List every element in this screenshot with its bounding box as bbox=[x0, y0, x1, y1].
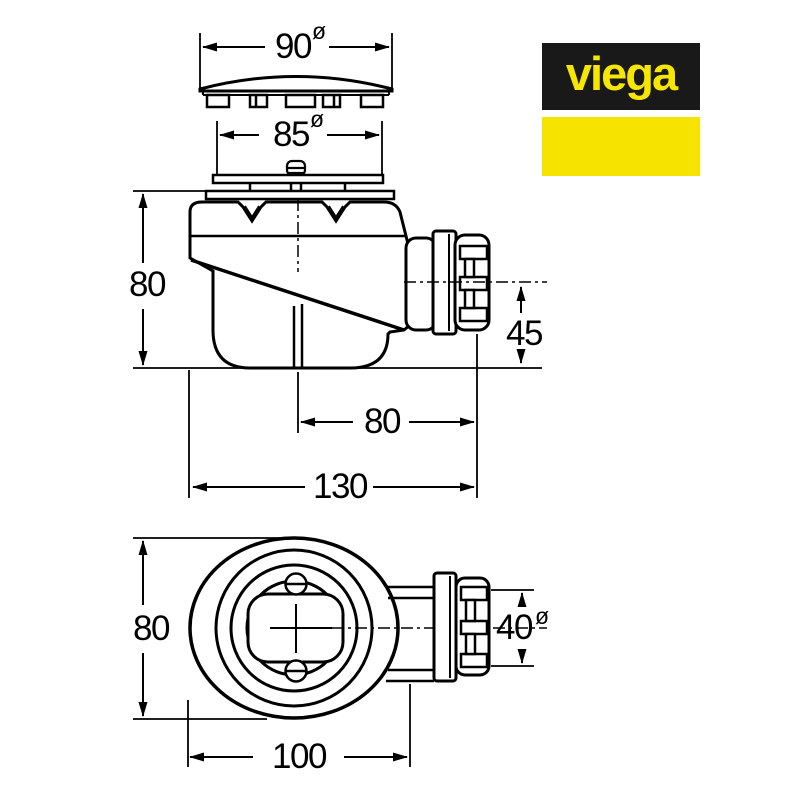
dim-cap-diameter bbox=[199, 33, 393, 90]
dim-body-height-top-value: 80 bbox=[133, 609, 170, 648]
dim-cap-diameter-value: 90 bbox=[275, 27, 312, 66]
viega-brand-text: viega bbox=[565, 47, 678, 100]
dim-overall-length-value: 130 bbox=[313, 467, 368, 506]
diameter-symbol: ø bbox=[312, 18, 326, 44]
dim-outlet-center-to-base bbox=[516, 286, 526, 364]
dim-outlet-center-to-base-value: 45 bbox=[506, 314, 542, 353]
diameter-symbol: ø bbox=[310, 106, 324, 132]
trap-top-view bbox=[188, 536, 547, 720]
dimension-lines bbox=[133, 33, 542, 767]
flange-plate-upper bbox=[211, 173, 385, 185]
dim-body-height-top bbox=[133, 537, 291, 720]
dim-outlet-diameter-value: 40 bbox=[496, 608, 533, 647]
trap-body-outline bbox=[188, 200, 412, 370]
cap-front-view bbox=[198, 75, 394, 109]
diameter-symbol: ø bbox=[535, 603, 549, 629]
dim-body-width-top bbox=[187, 684, 411, 767]
top-screw bbox=[285, 159, 307, 177]
dim-center-to-outlet-end bbox=[297, 334, 478, 498]
dim-flange-diameter bbox=[216, 121, 383, 176]
trap-side-view bbox=[188, 159, 547, 370]
screw-bottom bbox=[284, 659, 308, 683]
dim-center-to-outlet-end-value: 80 bbox=[364, 402, 401, 441]
dim-outlet-diameter bbox=[491, 589, 534, 667]
cap-dome bbox=[198, 75, 394, 93]
screw-top bbox=[284, 572, 308, 596]
viega-logo-yellow-bar bbox=[542, 117, 700, 176]
dim-body-width-top-value: 100 bbox=[272, 737, 327, 776]
flange-plate-lower bbox=[204, 189, 396, 201]
dim-overall-length bbox=[188, 370, 475, 498]
dim-body-height-side bbox=[133, 190, 542, 369]
viega-logo-black-bar: viega bbox=[542, 43, 700, 110]
cap-feet bbox=[205, 93, 385, 109]
outlet-top bbox=[386, 571, 491, 683]
dimension-labels: 90 ø 85 ø 80 45 80 130 80 40 ø 100 bbox=[129, 18, 549, 776]
dim-flange-diameter-value: 85 bbox=[273, 115, 309, 154]
dim-body-height-side-value: 80 bbox=[129, 265, 166, 304]
